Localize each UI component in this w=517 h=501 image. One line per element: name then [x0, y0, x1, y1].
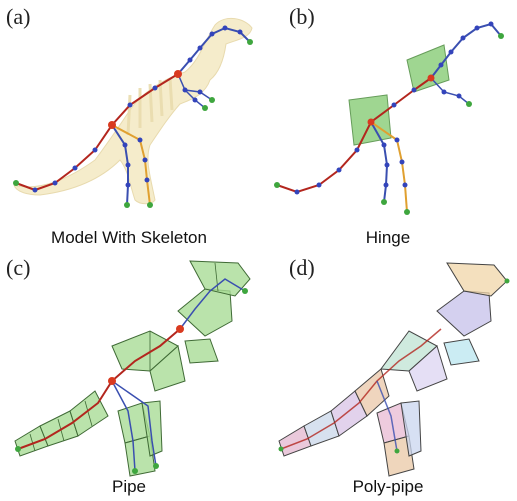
panel-c-caption: Pipe: [0, 477, 258, 497]
hinge-figure: [259, 0, 517, 250]
panel-a: (a): [0, 0, 258, 250]
panel-d: (d) Poly-pipe: [259, 251, 517, 501]
joints-blue: [295, 22, 494, 195]
panel-a-caption: Model With Skeleton: [0, 228, 258, 248]
dinosaur-skin: [14, 18, 252, 203]
pipe-figure: [0, 251, 258, 501]
hinge-plate-shoulder: [407, 45, 449, 92]
panel-d-caption: Poly-pipe: [259, 477, 517, 497]
poly-pipe-hulls: [279, 263, 507, 476]
dinosaur-skeleton-figure: [0, 0, 258, 250]
panel-c: (c) Pi: [0, 251, 258, 501]
poly-pipe-figure: [259, 251, 517, 501]
panel-b-caption: Hinge: [259, 228, 517, 248]
panel-b: (b) Hinge: [259, 0, 517, 250]
